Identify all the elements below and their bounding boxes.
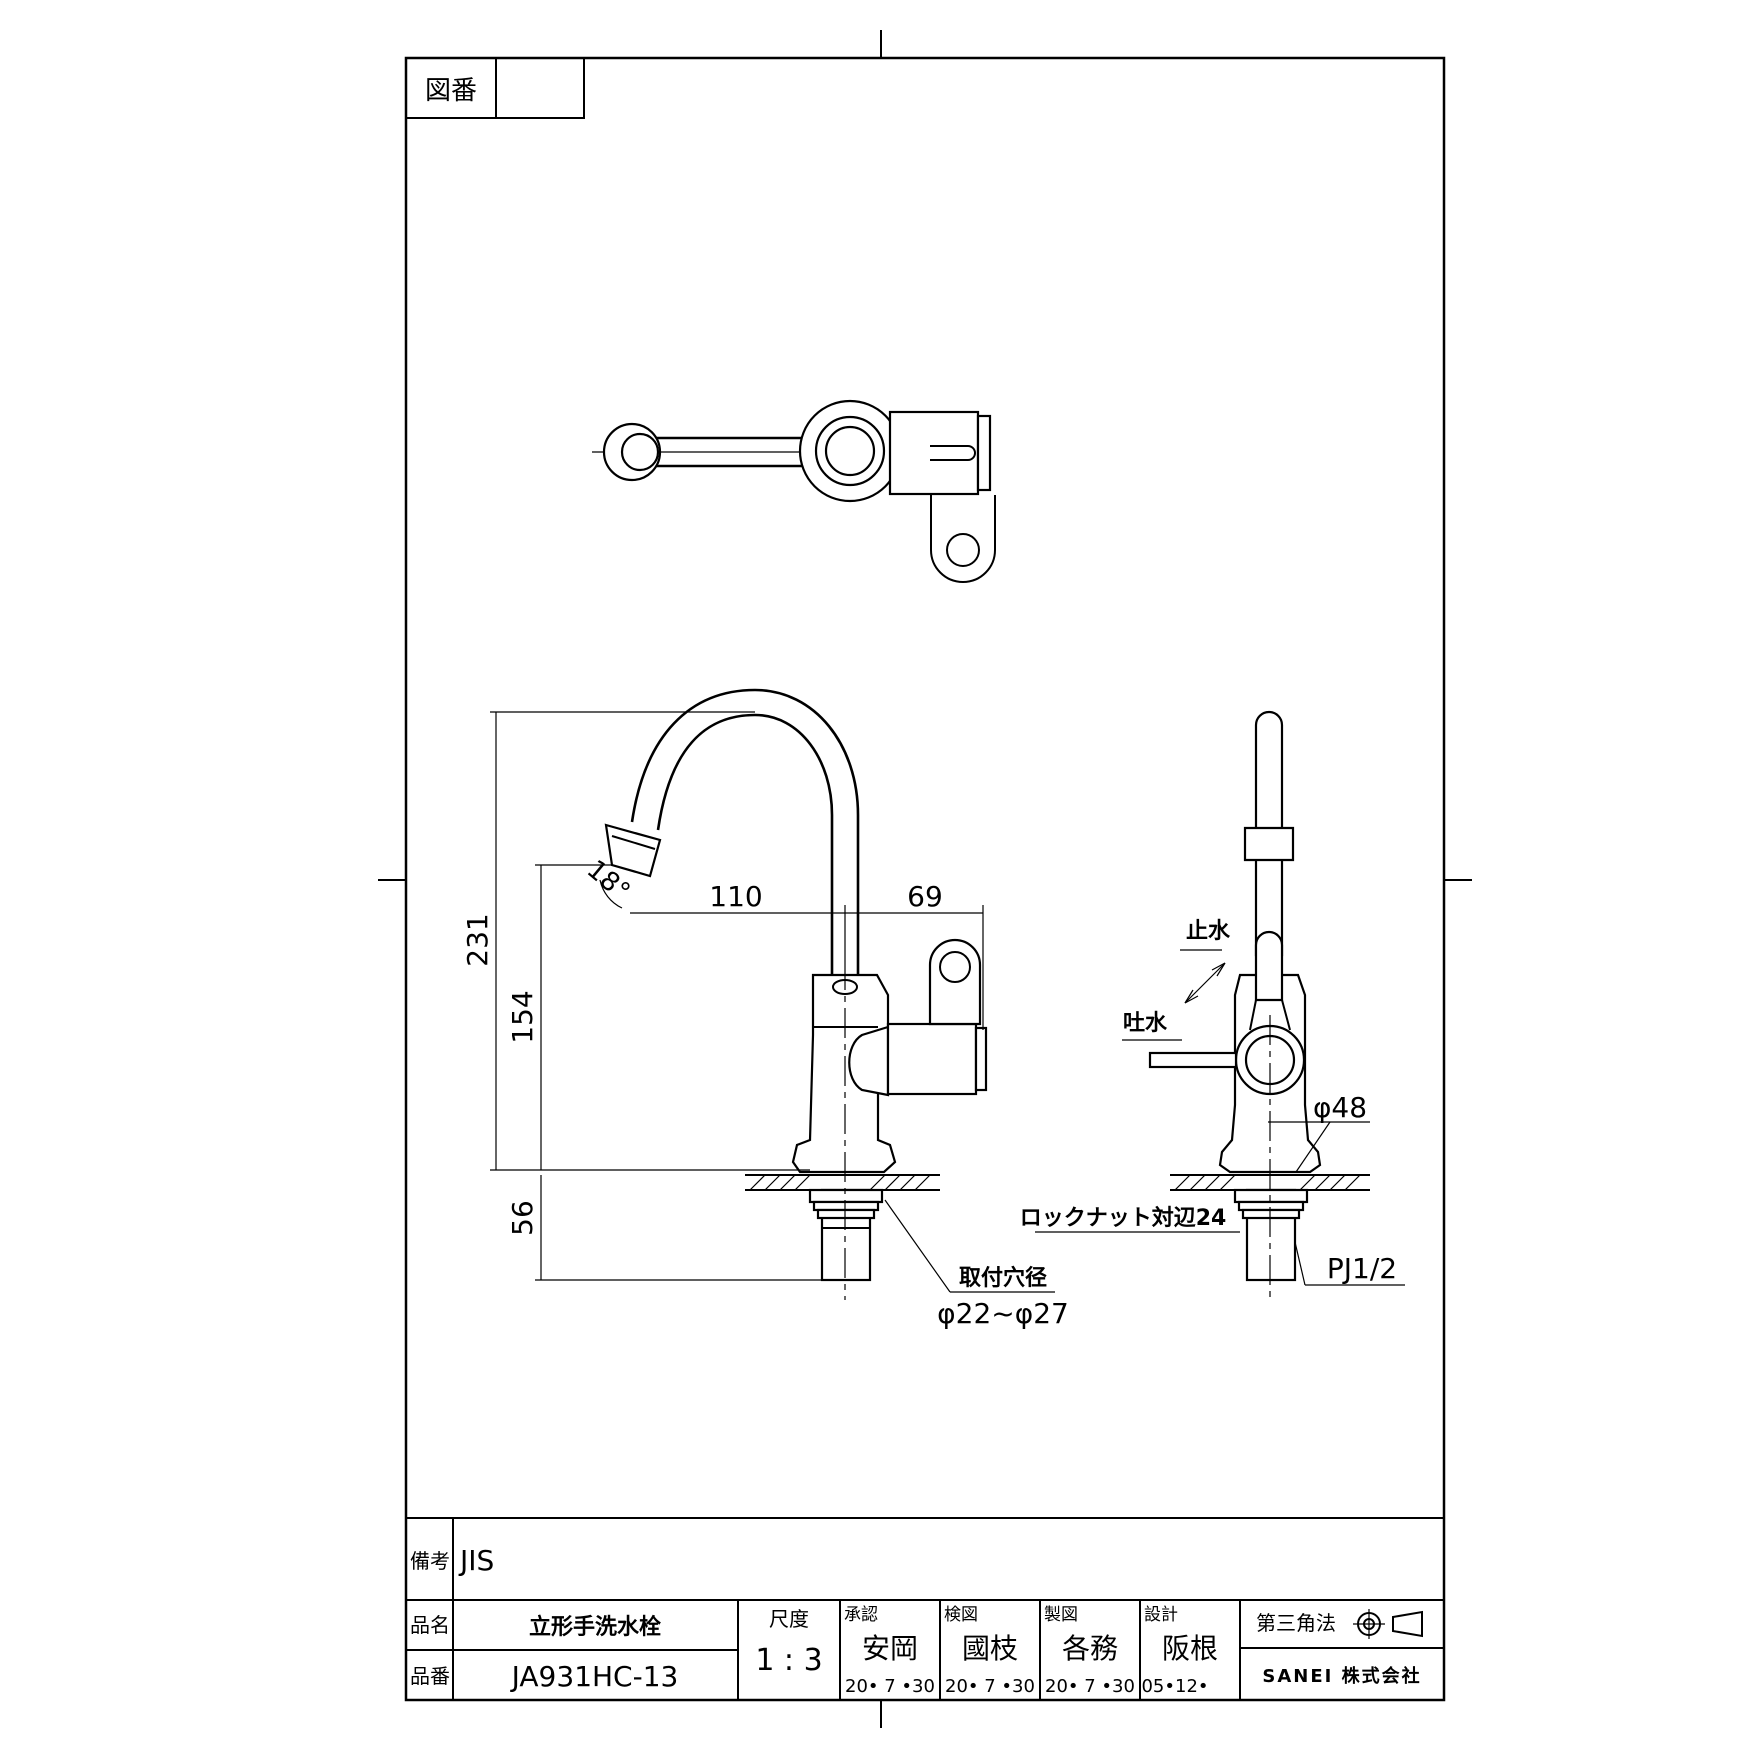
- side-view: 止水 吐水 φ48 ロックナット対辺24 PJ1/2: [1020, 710, 1405, 1300]
- product-name-value: 立形手洗水栓: [529, 1614, 661, 1640]
- dim-height-total: 231: [461, 913, 494, 966]
- third-angle-projection-icon: [1353, 1609, 1423, 1639]
- dim-height-spout: 154: [506, 990, 539, 1043]
- valve-block-front: [886, 1022, 978, 1096]
- dim-base-diameter: φ48: [1313, 1091, 1367, 1124]
- dim-locknut: ロックナット対辺24: [1020, 1206, 1227, 1231]
- centering-marks: [378, 30, 1472, 1728]
- approval-name: 安岡: [862, 1632, 918, 1665]
- top-view: [592, 399, 996, 583]
- dim-handle-offset: 69: [907, 880, 943, 913]
- approval-role: 製図: [1044, 1605, 1078, 1625]
- approval-name: 國枝: [962, 1632, 1018, 1665]
- dim-below-deck: 56: [506, 1200, 539, 1236]
- hole-diameter-range: φ22~φ27: [937, 1297, 1069, 1330]
- gooseneck-spout: [656, 713, 834, 975]
- title-block: 備考 JIS 品名 立形手洗水栓 品番 JA931HC-13 尺度 1 : 3 …: [406, 1517, 1444, 1700]
- sheet-border: [404, 56, 1446, 1702]
- label-stop: 止水: [1186, 919, 1231, 944]
- approval-role: 設計: [1144, 1605, 1178, 1625]
- faucet-body: [791, 973, 897, 1174]
- front-view: 231 154 56 110 69 18° 取付穴径 φ22~φ27: [461, 688, 1069, 1330]
- approval-date: 20• 7 •30: [945, 1676, 1035, 1697]
- approval-role: 検図: [944, 1605, 978, 1625]
- drawing-number-box: 図番: [405, 57, 585, 119]
- remarks-value: JIS: [458, 1544, 494, 1577]
- label-discharge: 吐水: [1123, 1011, 1168, 1036]
- approval-date: 20• 7 •30: [845, 1676, 935, 1697]
- valve-block-top: [888, 410, 980, 496]
- product-number-value: JA931HC-13: [510, 1660, 679, 1693]
- dim-pipe-thread: PJ1/2: [1327, 1252, 1397, 1285]
- approval-name: 各務: [1062, 1632, 1118, 1665]
- drawing-number-label: 図番: [425, 76, 477, 106]
- approval-date: 05•12•: [1141, 1676, 1208, 1697]
- remarks-label: 備考: [410, 1549, 450, 1573]
- projection-label: 第三角法: [1256, 1611, 1336, 1635]
- approval-role: 承認: [844, 1605, 878, 1625]
- scale-value: 1 : 3: [755, 1643, 822, 1678]
- approval-date: 20• 7 •30: [1045, 1676, 1135, 1697]
- dim-reach: 110: [709, 880, 762, 913]
- hole-diameter-label: 取付穴径: [959, 1265, 1047, 1291]
- company-name: SANEI 株式会社: [1262, 1665, 1421, 1687]
- scale-label: 尺度: [769, 1607, 809, 1631]
- dimension-lines: [490, 711, 1055, 1293]
- product-number-label: 品番: [410, 1664, 450, 1688]
- side-annotation-lines: [1035, 949, 1405, 1286]
- product-name-label: 品名: [410, 1613, 450, 1637]
- approval-name: 阪根: [1162, 1632, 1218, 1665]
